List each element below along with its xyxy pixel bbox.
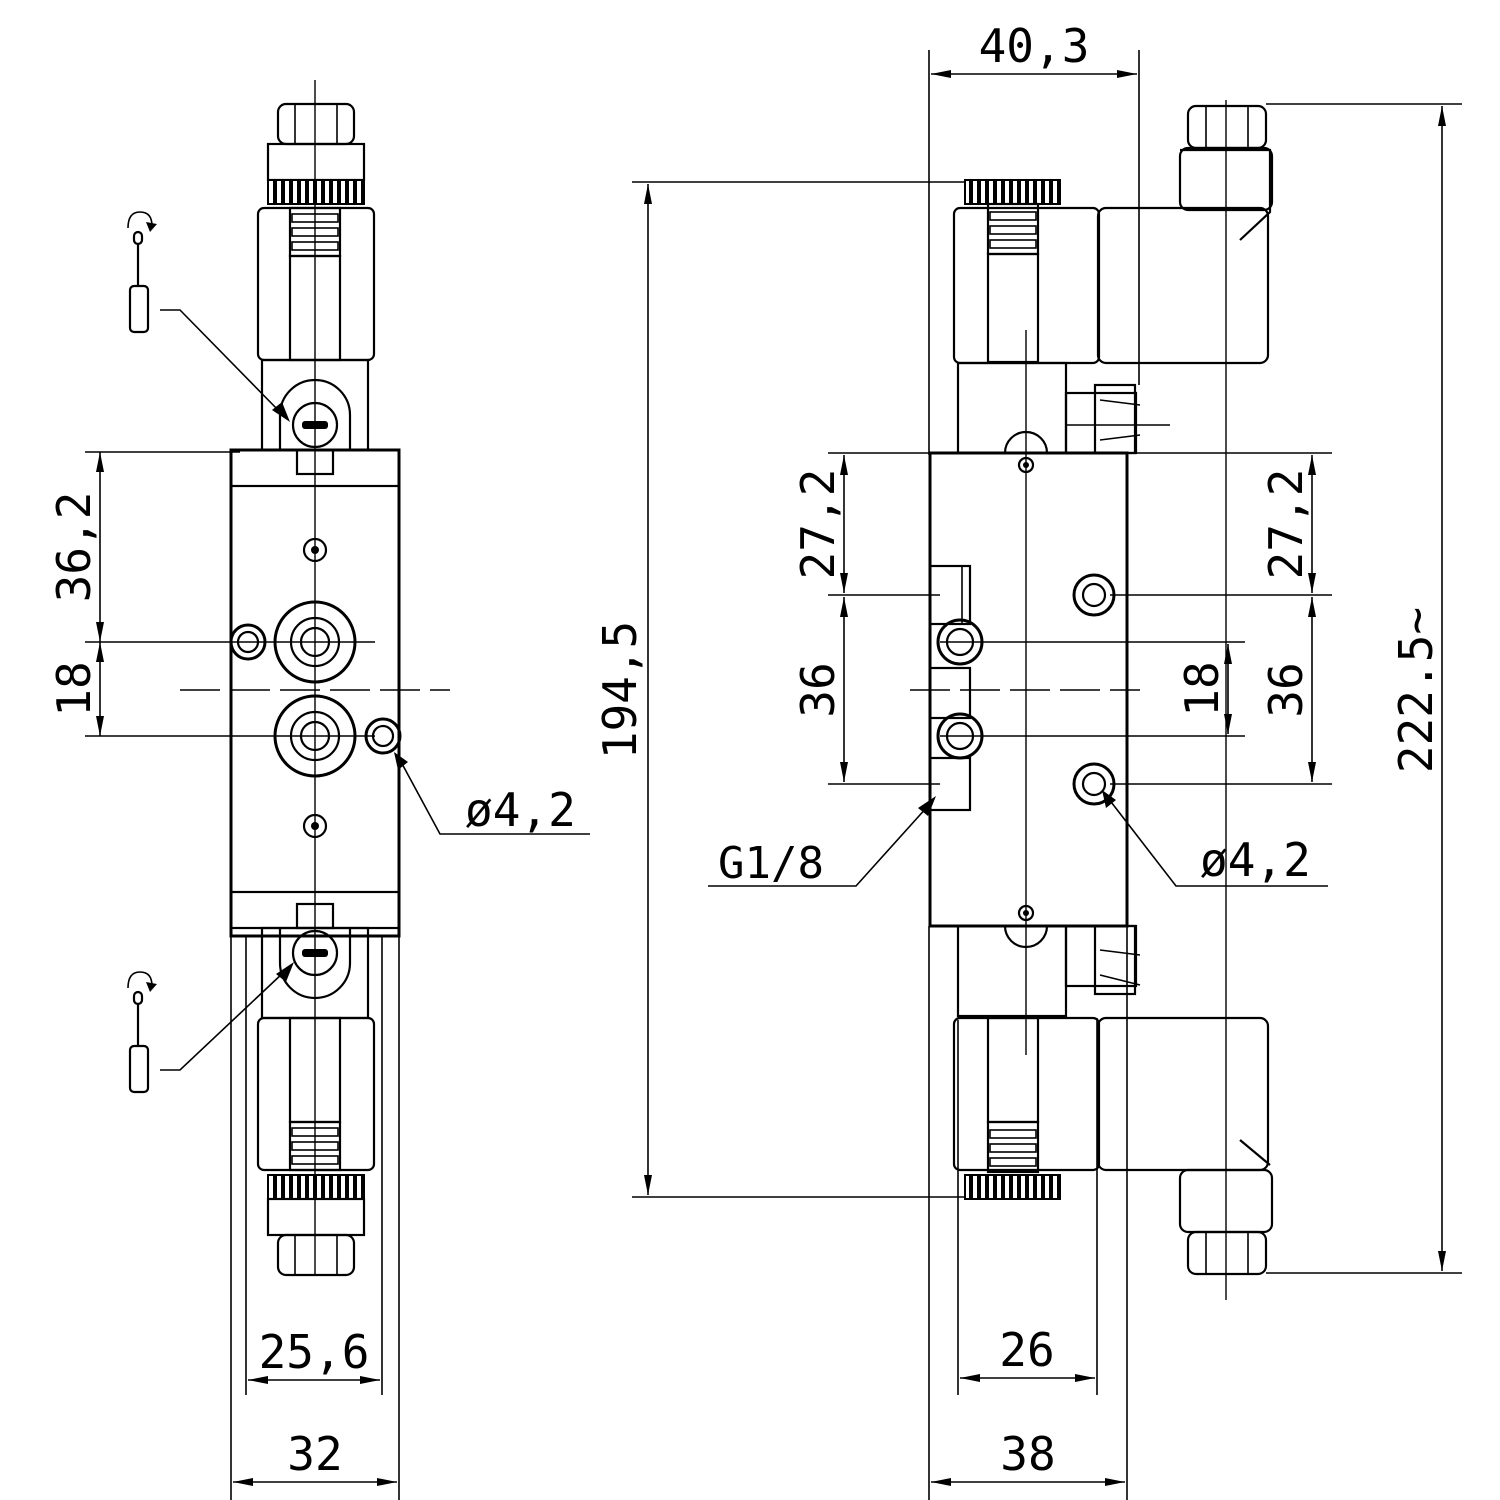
dim-side-hole-dia: ø4,2 <box>1200 833 1311 887</box>
dim-front-36-2: 36,2 <box>47 492 101 603</box>
dim-front-hole-dia: ø4,2 <box>465 783 576 837</box>
bottom-nut <box>276 1233 356 1277</box>
side-top-connector <box>1096 104 1274 365</box>
top-nut <box>276 102 356 146</box>
dim-side-18: 18 <box>1175 661 1229 716</box>
side-bottom-connector <box>1096 1016 1274 1276</box>
dim-side-222-5: 222.5~ <box>1389 607 1443 773</box>
dim-side-194-5: 194,5 <box>593 621 647 759</box>
screwdriver-rotate-icon <box>127 211 157 334</box>
bottom-solenoid-coil <box>256 1016 376 1172</box>
dim-side-thread: G1/8 <box>718 838 824 889</box>
dim-side-26: 26 <box>999 1323 1054 1377</box>
screwdriver-rotate-icon <box>127 971 157 1094</box>
dim-side-right-27-2: 27,2 <box>1259 469 1313 580</box>
dim-side-40-3: 40,3 <box>979 19 1090 73</box>
dim-side-38: 38 <box>1000 1427 1055 1481</box>
front-view: 36,2 18 ø4,2 25,6 32 <box>47 80 590 1500</box>
side-view: 40,3 194,5 222.5~ 27,2 36 18 27,2 36 <box>593 19 1462 1500</box>
dim-front-18: 18 <box>47 661 101 716</box>
side-bottom-knurled-knob <box>964 1174 1061 1200</box>
side-top-knurled-knob <box>964 179 1061 205</box>
side-mounting-hole-upper <box>1072 573 1116 617</box>
top-knurled-knob <box>267 179 365 205</box>
dim-side-right-36: 36 <box>1259 662 1313 717</box>
dim-front-32: 32 <box>287 1427 342 1481</box>
dim-front-25-6: 25,6 <box>259 1325 370 1379</box>
dim-side-left-27-2: 27,2 <box>791 469 845 580</box>
top-solenoid-coil <box>256 206 376 362</box>
bottom-knurled-knob <box>267 1174 365 1200</box>
dim-side-left-36: 36 <box>791 662 845 717</box>
